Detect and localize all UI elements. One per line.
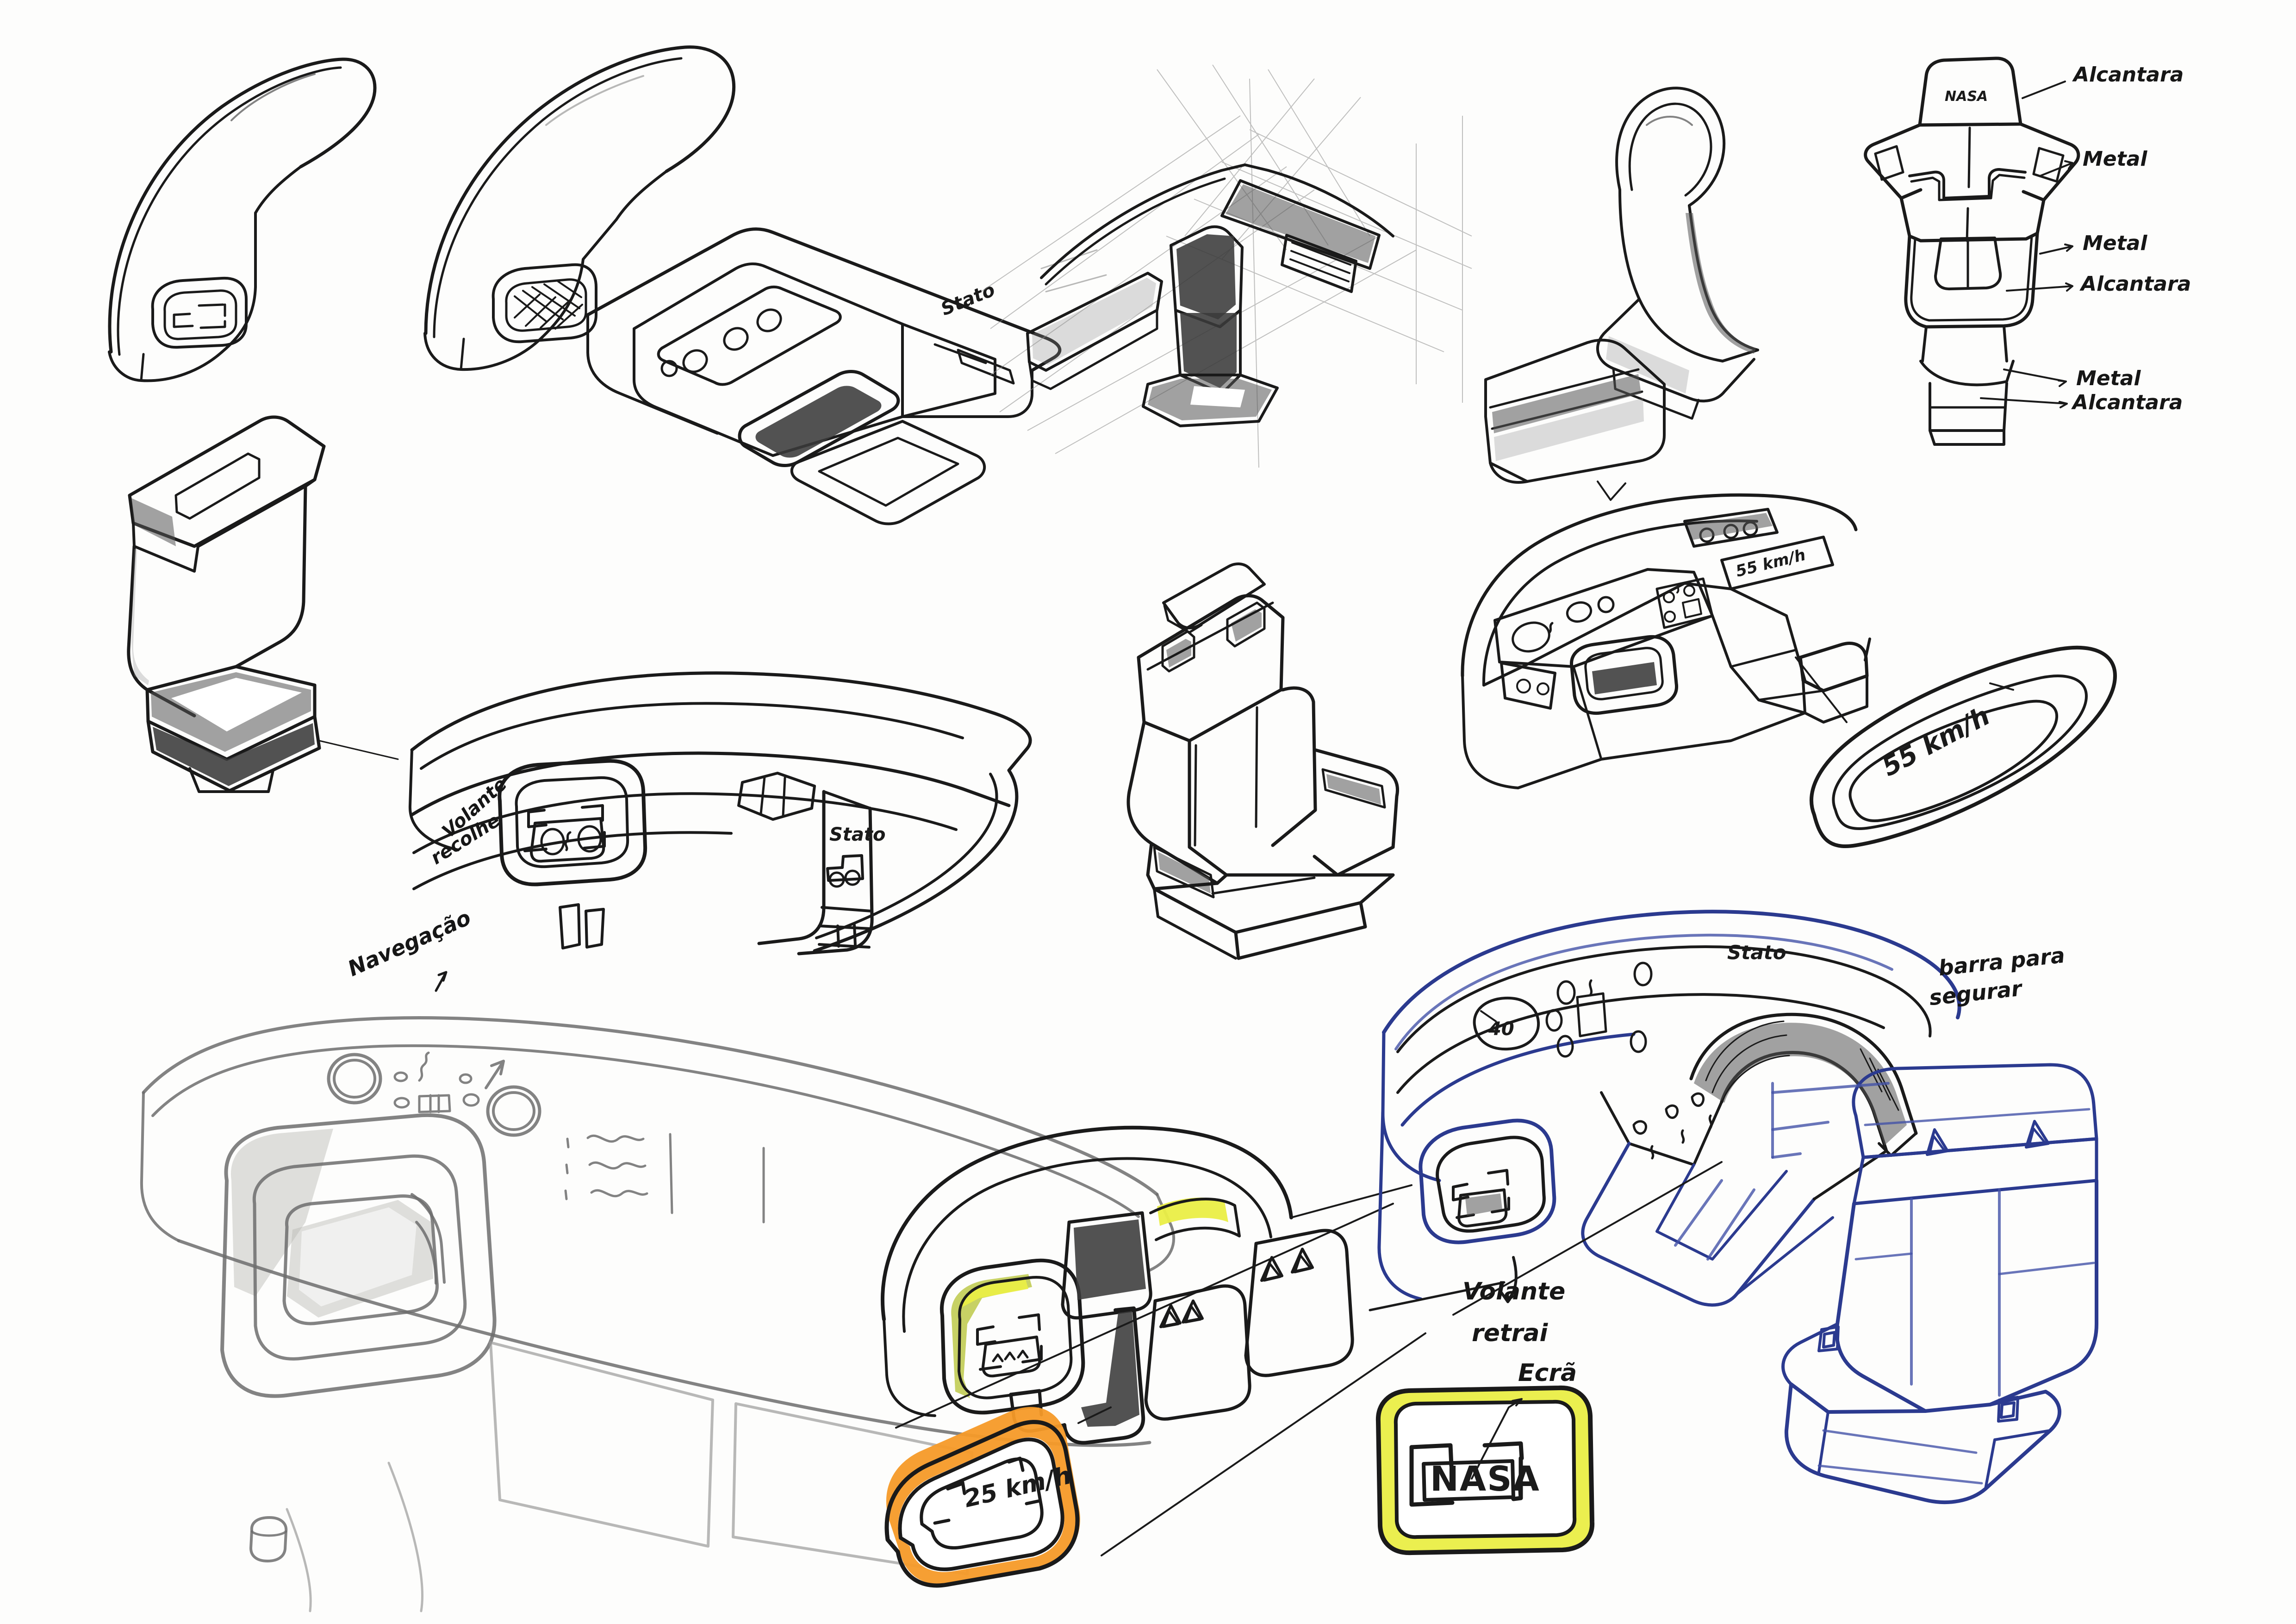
connector-lines [1101, 1157, 1749, 1574]
callout-alcantara-2: Alcantara [2081, 272, 2191, 296]
callout-metal-3: Metal [2076, 367, 2141, 390]
gauge-value-40: 40 [1488, 1018, 1514, 1040]
wraparound-console: 55 km/h [1407, 481, 1871, 796]
dashboard-wide-ink: Stato [407, 667, 1055, 1018]
callout-metal-2: Metal [2083, 231, 2147, 255]
dash-label-speed-55: 55 km/h [1734, 546, 1808, 581]
interior-perspective-grid [963, 51, 1500, 468]
callout-alcantara-3: Alcantara [2072, 391, 2183, 414]
bench-seat-shaded [1472, 324, 1685, 509]
note-volante-retrai-line2: retrai [1472, 1319, 1548, 1347]
captain-seat-centre [1120, 551, 1472, 977]
note-ecra: Ecrã [1518, 1359, 1577, 1387]
architectural-seat-left [120, 407, 509, 796]
dash-label-stato-3: Stato [1727, 941, 1786, 964]
binnacle-hood-right [407, 37, 759, 389]
headrest-nasa-label: NASA [1945, 88, 1988, 105]
binnacle-hood-left [83, 28, 435, 389]
note-volante-retrai-line1: Volante [1462, 1278, 1566, 1305]
callout-alcantara-1: Alcantara [2073, 63, 2184, 87]
badge-speed-orange: 25 km/h [861, 1406, 1112, 1593]
badge-nasa-yellow: NASA [1356, 1366, 1615, 1579]
callout-metal-1: Metal [2083, 147, 2147, 171]
bucket-seat-blue [1771, 1063, 2235, 1574]
badge-nasa-label: NASA [1430, 1459, 1540, 1499]
steering-yoke-cluster [856, 1102, 1439, 1518]
dash-label-stato-2: Stato [829, 824, 886, 845]
blue-dashboard-retract: 40 Stato [1369, 893, 2018, 1356]
cockpit-dash-perspective: Stato [579, 176, 1134, 546]
speed-module-55: 55 km/h [1795, 630, 2147, 880]
seat-orthographic-front: NASA [1864, 37, 2124, 500]
